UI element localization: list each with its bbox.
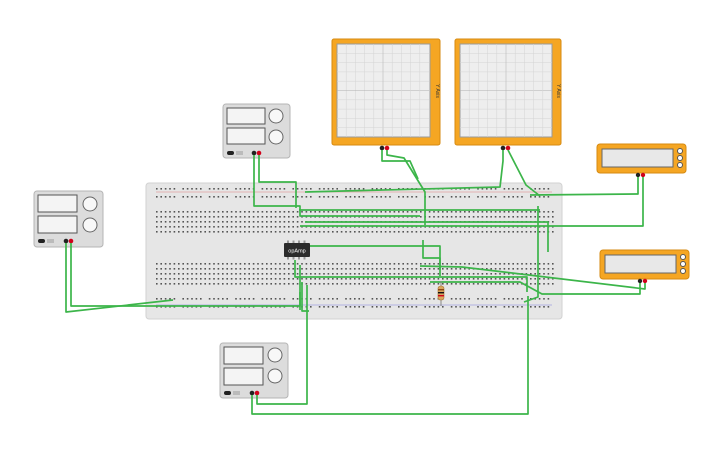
mode-button-icon[interactable] bbox=[677, 155, 683, 161]
resistor[interactable] bbox=[437, 281, 445, 306]
oscilloscope-2[interactable]: Y Axis bbox=[454, 38, 562, 151]
knob-icon[interactable] bbox=[82, 196, 98, 212]
terminal-red-icon[interactable] bbox=[68, 238, 74, 244]
terminal-red-icon[interactable] bbox=[640, 172, 646, 178]
mode-button-icon[interactable] bbox=[677, 162, 683, 168]
oscilloscope-grid bbox=[337, 44, 429, 137]
wire[interactable] bbox=[301, 282, 309, 312]
terminal-black-icon[interactable] bbox=[635, 172, 641, 178]
knob-icon[interactable] bbox=[267, 347, 283, 363]
wire[interactable] bbox=[523, 206, 539, 303]
wire[interactable] bbox=[65, 243, 174, 313]
terminal-black-icon[interactable] bbox=[249, 390, 255, 396]
terminal-red-icon[interactable] bbox=[256, 150, 262, 156]
terminal-red-icon[interactable] bbox=[505, 145, 511, 151]
power-supply-1[interactable] bbox=[222, 103, 291, 159]
mode-button-icon[interactable] bbox=[677, 148, 683, 154]
op-amp-ic[interactable]: opAmp bbox=[284, 240, 310, 260]
terminal-red-icon[interactable] bbox=[642, 278, 648, 284]
wire[interactable] bbox=[304, 150, 504, 193]
switch-icon[interactable] bbox=[38, 239, 45, 243]
wire[interactable] bbox=[507, 149, 541, 197]
oscilloscope-grid bbox=[460, 44, 552, 137]
mode-button-icon[interactable] bbox=[680, 261, 686, 267]
wire[interactable] bbox=[258, 155, 297, 208]
ic-pins bbox=[287, 240, 306, 260]
knob-icon[interactable] bbox=[268, 129, 284, 145]
power-supply-3[interactable] bbox=[219, 342, 289, 399]
terminal-black-icon[interactable] bbox=[379, 145, 385, 151]
terminal-black-icon[interactable] bbox=[500, 145, 506, 151]
terminal-black-icon[interactable] bbox=[251, 150, 257, 156]
terminal-black-icon[interactable] bbox=[637, 278, 643, 284]
wire[interactable] bbox=[300, 177, 644, 227]
wire[interactable] bbox=[300, 245, 441, 270]
mode-button-icon[interactable] bbox=[680, 254, 686, 260]
mode-button-icon[interactable] bbox=[680, 268, 686, 274]
wire[interactable] bbox=[305, 221, 549, 252]
wire[interactable] bbox=[419, 265, 646, 290]
switch-icon[interactable] bbox=[227, 151, 234, 155]
wire[interactable] bbox=[529, 177, 639, 196]
terminal-red-icon[interactable] bbox=[384, 145, 390, 151]
knob-icon[interactable] bbox=[82, 217, 98, 233]
terminal-red-icon[interactable] bbox=[254, 390, 260, 396]
breadboard[interactable] bbox=[145, 182, 563, 320]
multimeter-1[interactable] bbox=[596, 143, 687, 178]
oscilloscope-1[interactable]: Y Axis bbox=[331, 38, 441, 151]
multimeter-2[interactable] bbox=[599, 249, 690, 284]
wire[interactable] bbox=[381, 150, 419, 180]
wire[interactable] bbox=[294, 260, 528, 292]
power-supply-2[interactable] bbox=[33, 190, 104, 248]
wire[interactable] bbox=[256, 285, 308, 405]
terminal-black-icon[interactable] bbox=[63, 238, 69, 244]
wire[interactable] bbox=[253, 155, 420, 217]
wires bbox=[65, 149, 646, 415]
wire[interactable] bbox=[386, 150, 426, 225]
y-axis-label: Y Axis bbox=[555, 84, 561, 98]
wire[interactable] bbox=[430, 281, 641, 295]
knob-icon[interactable] bbox=[267, 368, 283, 384]
y-axis-label: Y Axis bbox=[434, 84, 440, 98]
wire[interactable] bbox=[251, 296, 529, 415]
switch-icon[interactable] bbox=[224, 391, 231, 395]
ic-label: opAmp bbox=[288, 249, 305, 255]
knob-icon[interactable] bbox=[268, 108, 284, 124]
